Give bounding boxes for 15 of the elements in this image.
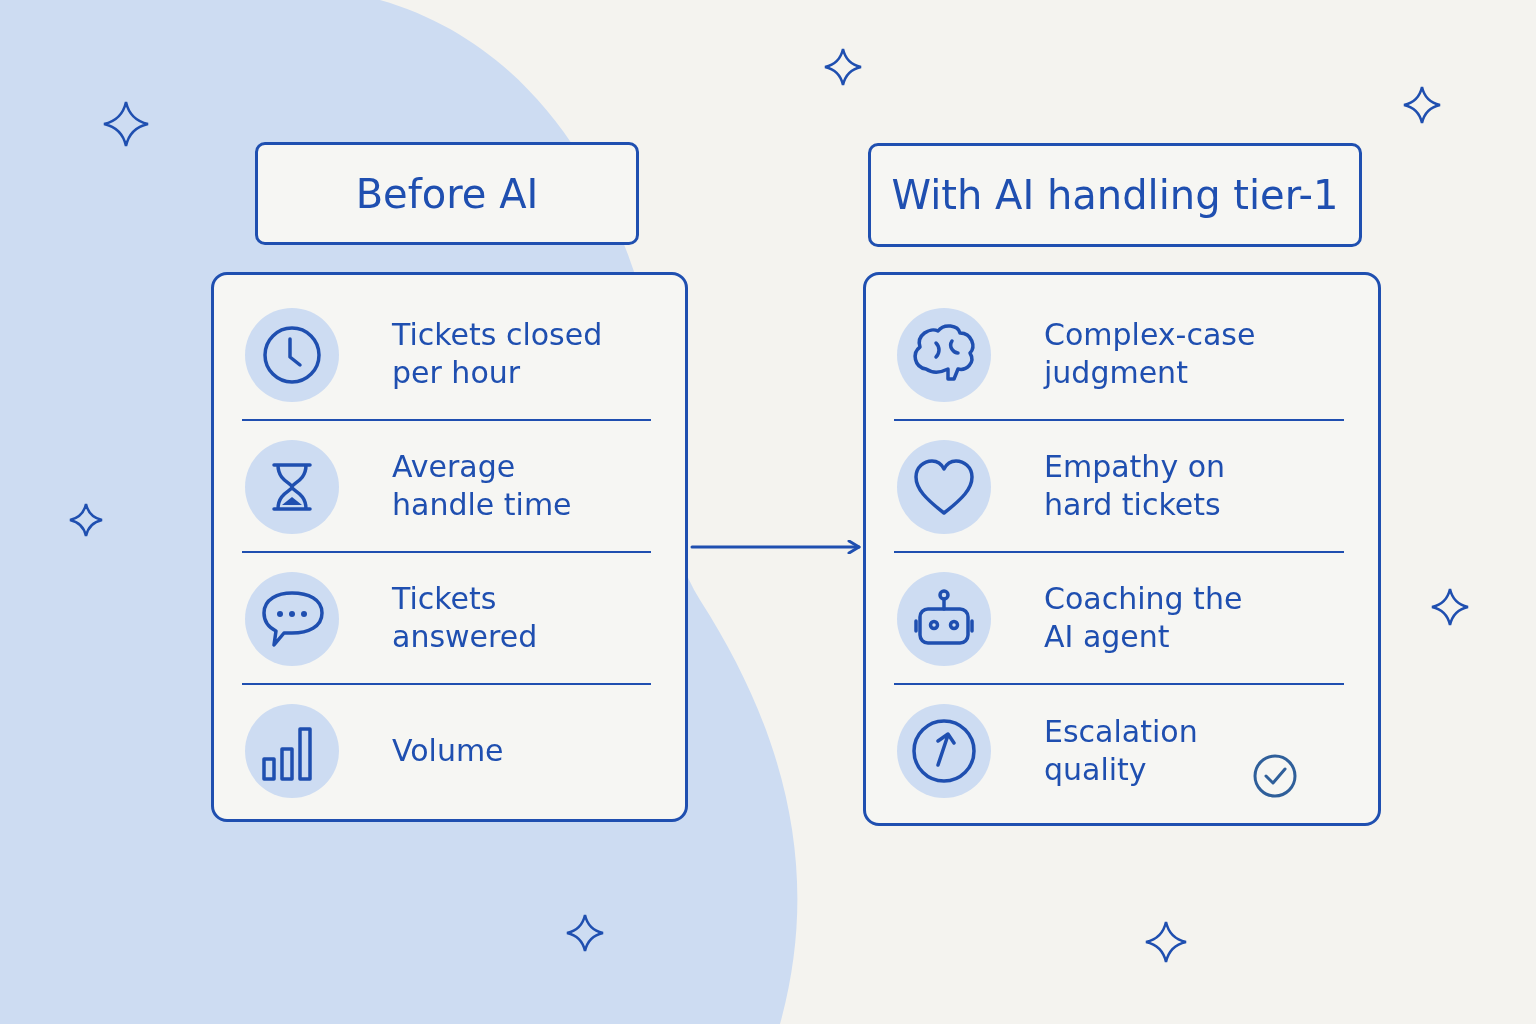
item-label: Volume [392,732,505,770]
item-label: Average handle time [392,448,573,524]
item-label: Empathy on hard tickets [1044,448,1227,524]
header-title: Before AI [355,170,539,217]
header-box [868,143,1362,247]
header-box [255,142,639,245]
arrow [690,539,861,555]
item-label: Tickets answered [392,580,539,656]
item-label: Coaching the AI agent [1044,580,1244,656]
header-title: With AI handling tier-1 [891,172,1339,218]
item-label: Tickets closed per hour [392,316,604,392]
item-label: Escalation quality [1044,713,1199,789]
list-panel [863,272,1381,826]
item-label: Complex-case judgment [1044,316,1257,392]
list-panel [211,272,688,822]
